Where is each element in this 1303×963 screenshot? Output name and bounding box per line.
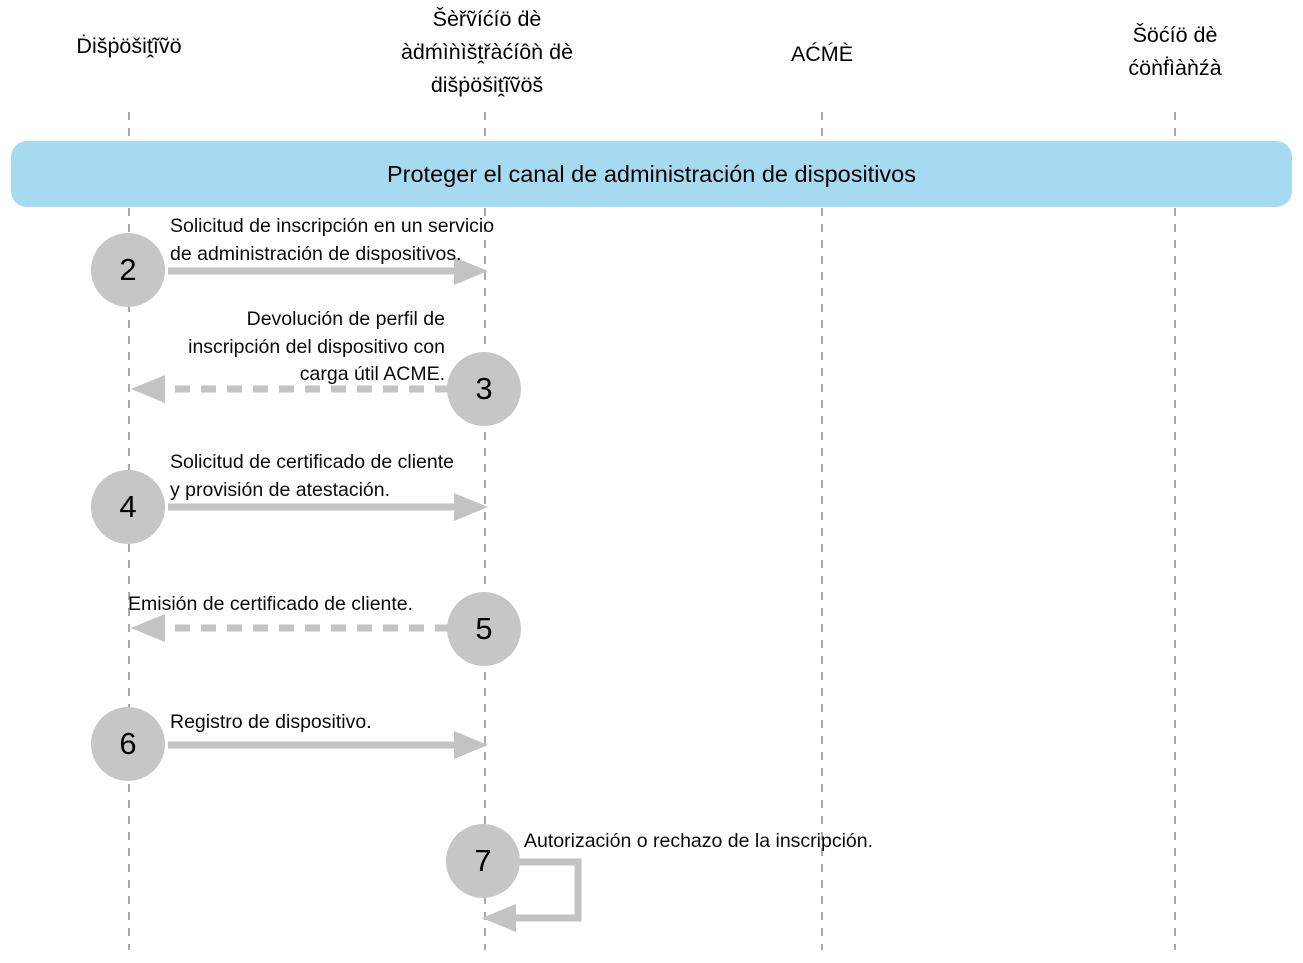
step-5-message: Emisión de certificado de cliente. [128,593,414,615]
step-3-message: Devolución de perfil de inscripción del … [188,308,445,385]
step-4-message: Solicitud de certificado de cliente y pr… [170,451,454,501]
actor-label-acme: AĆḾÈ [790,42,854,66]
step-2-message: Solicitud de inscripción en un servicio … [170,215,495,265]
phase-banner-label: Proteger el canal de administración de d… [386,160,917,187]
step-5-badge: 5 [447,592,521,666]
actor-label-servicio-administracion: Šèřṽíćíö ḋè àḋḿìǹìšṱřàćíôǹ ḋè ḋišṗöšiṱĩṽ… [400,7,574,97]
phase-banner: Proteger el canal de administración de d… [11,141,1292,207]
step-7-message: Autorización o rechazo de la inscripción… [524,830,874,852]
step-7-badge: 7 [446,824,520,898]
actor-label-dispositivo: Ḋišṗöšiṱĩṽö [76,34,182,58]
step-3-badge: 3 [447,352,521,426]
step-6-message: Registro de dispositivo. [170,711,372,733]
lifeline-socio-confianza [1174,112,1176,950]
lifeline-acme [821,112,823,950]
step-6-badge: 6 [91,707,165,781]
step-2-badge: 2 [91,233,165,307]
step-4-badge: 4 [91,470,165,544]
actor-label-socio-confianza: Šöćíö ḋè ćöǹḟìàǹźà [1128,23,1222,80]
lifeline-servicio-administracion [484,112,486,950]
